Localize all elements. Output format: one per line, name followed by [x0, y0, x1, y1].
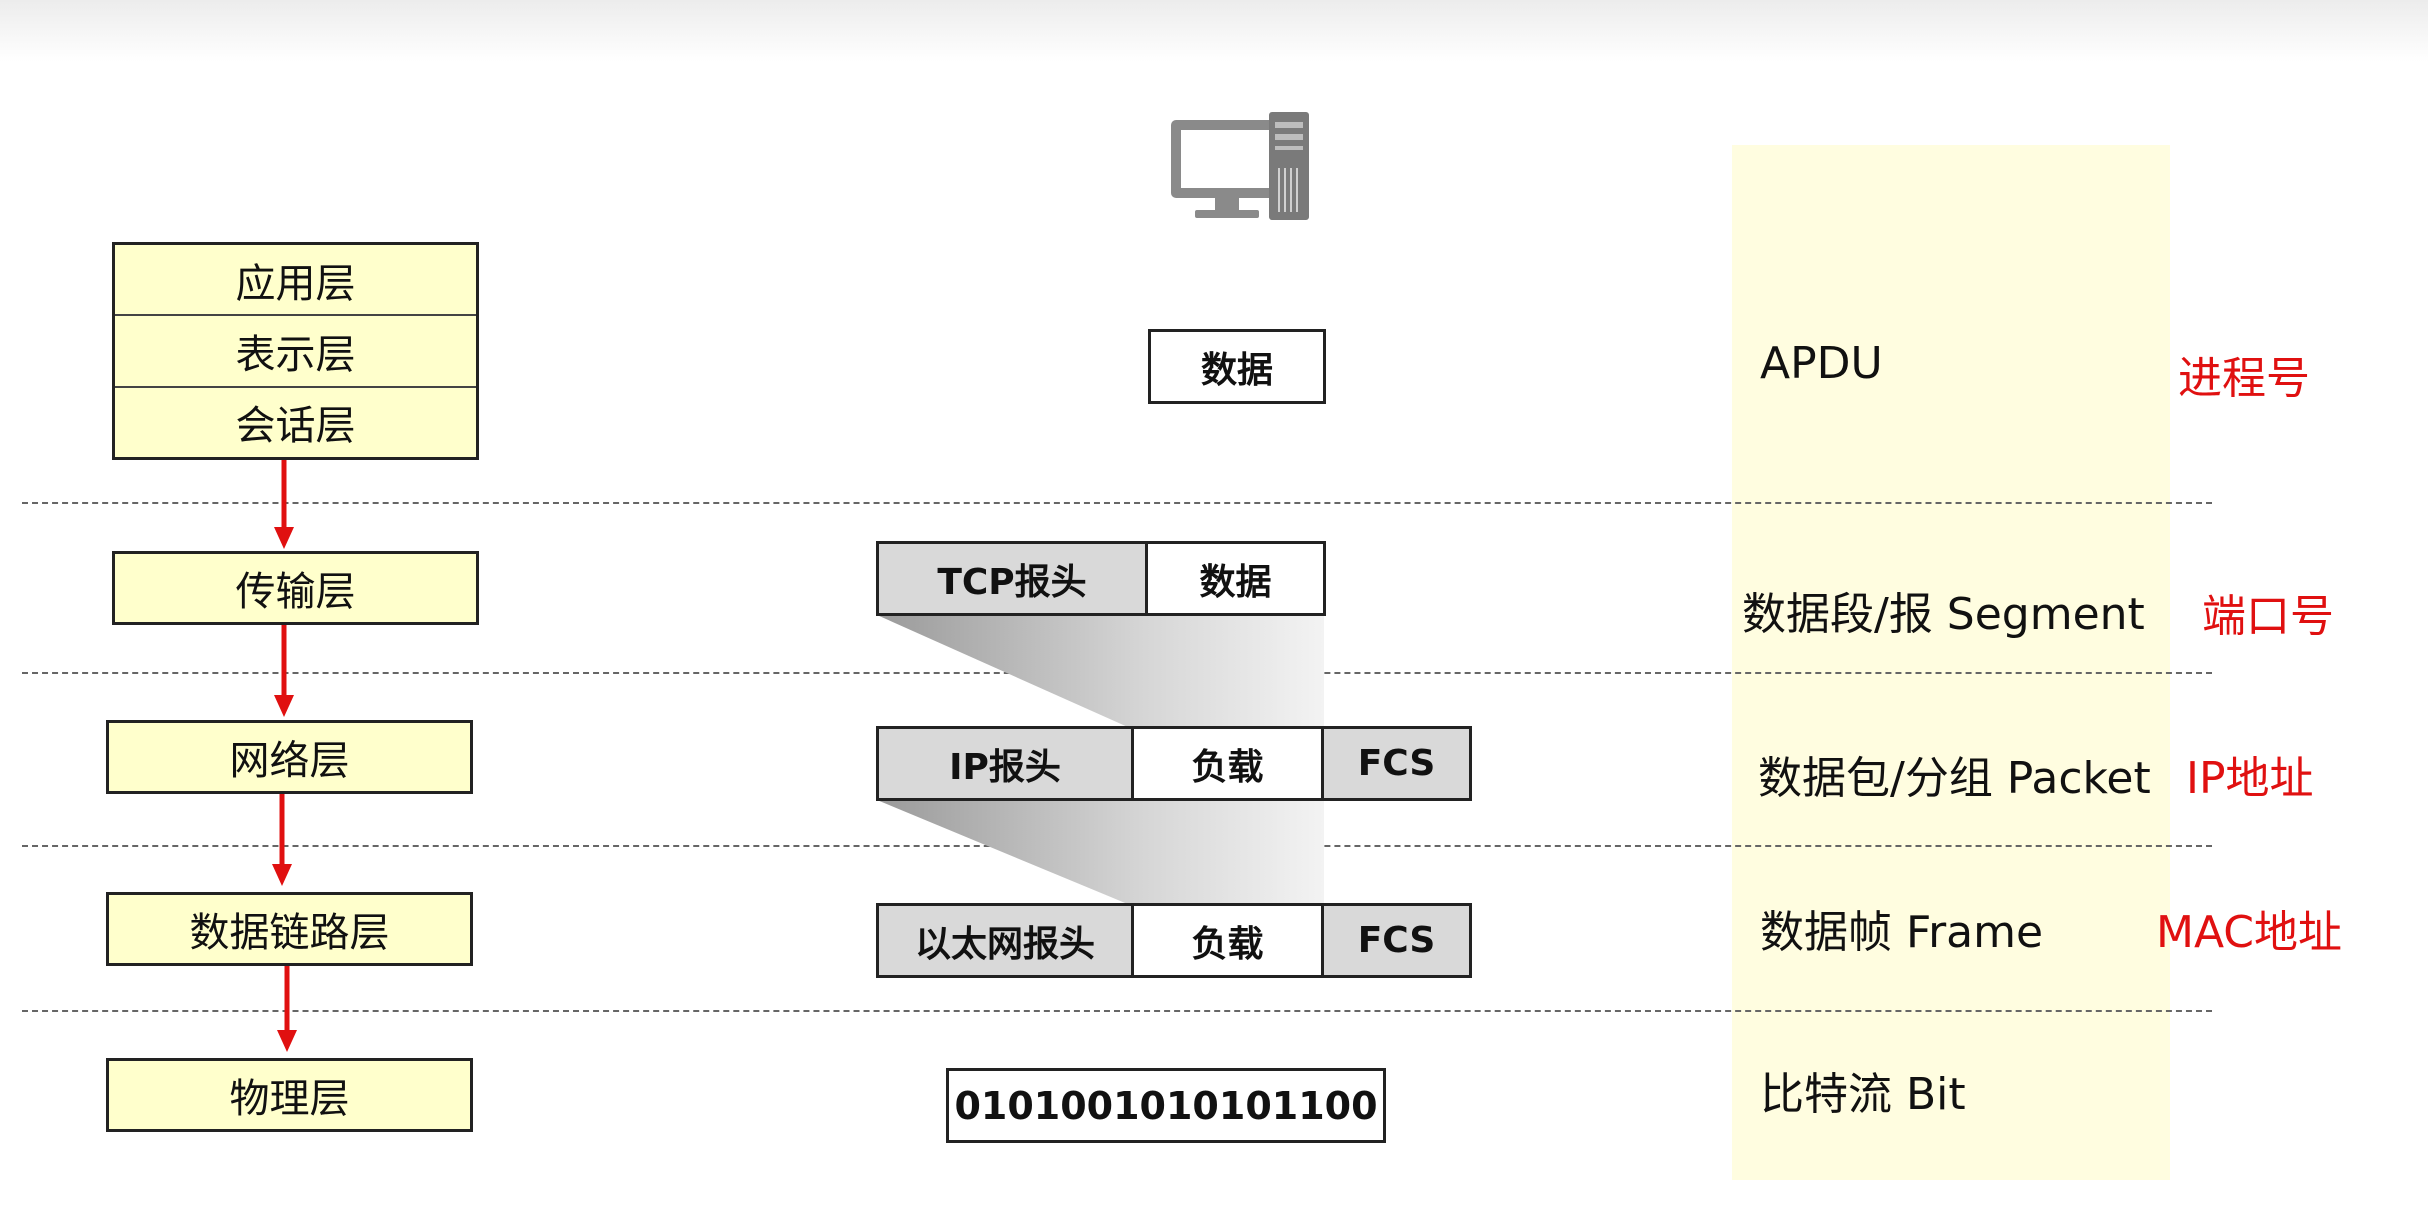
down-arrows	[272, 460, 297, 1052]
tcp-segment: TCP报头 数据	[876, 541, 1326, 616]
arrow-down-icon	[277, 1030, 297, 1052]
app-data-unit: 数据	[1148, 329, 1326, 404]
pdu-network: 数据包/分组 Packet	[1758, 753, 2151, 804]
layer-datalink: 数据链路层	[106, 892, 473, 966]
layer-presentation: 表示层	[115, 314, 476, 385]
ethernet-payload: 负载	[1131, 906, 1321, 975]
ip-fcs: FCS	[1321, 729, 1469, 798]
bitstream-value: 0101001010101100	[949, 1071, 1383, 1140]
ip-packet: IP报头 负载 FCS	[876, 726, 1472, 801]
address-application: 进程号	[2178, 353, 2310, 404]
arrow-down-icon	[274, 695, 294, 717]
layer-application: 应用层	[235, 260, 356, 307]
separator-line	[22, 1010, 2212, 1012]
pdu-physical: 比特流 Bit	[1760, 1069, 1966, 1120]
tcp-header: TCP报头	[879, 544, 1145, 613]
pdu-panel	[1732, 145, 2170, 1180]
top-bar	[0, 0, 2428, 62]
arrow-down-icon	[272, 864, 292, 886]
pdu-transport: 数据段/报 Segment	[1742, 589, 2145, 640]
layer-transport: 传输层	[112, 551, 479, 625]
app-data-label: 数据	[1151, 332, 1323, 401]
upper-layers-box: 应用层 表示层 会话层	[112, 242, 479, 460]
ip-header: IP报头	[879, 729, 1131, 798]
tcp-data: 数据	[1145, 544, 1323, 613]
layer-session: 会话层	[115, 385, 476, 457]
address-datalink: MAC地址	[2156, 907, 2343, 958]
computer-icon	[1171, 112, 1309, 220]
arrow-down-icon	[274, 527, 294, 549]
address-network: IP地址	[2186, 753, 2314, 804]
pdu-datalink: 数据帧 Frame	[1760, 907, 2044, 958]
address-transport: 端口号	[2202, 591, 2334, 642]
layer-physical: 物理层	[106, 1058, 473, 1132]
pdu-application: APDU	[1760, 338, 1883, 389]
layer-network: 网络层	[106, 720, 473, 794]
ethernet-frame: 以太网报头 负载 FCS	[876, 903, 1472, 978]
ethernet-header: 以太网报头	[879, 906, 1131, 975]
tcp-to-ip-shading	[877, 615, 1324, 728]
ip-payload: 负载	[1131, 729, 1321, 798]
separator-line	[22, 502, 2212, 504]
ethernet-fcs: FCS	[1321, 906, 1469, 975]
bitstream: 0101001010101100	[946, 1068, 1386, 1143]
ip-to-frame-shading	[877, 800, 1324, 905]
